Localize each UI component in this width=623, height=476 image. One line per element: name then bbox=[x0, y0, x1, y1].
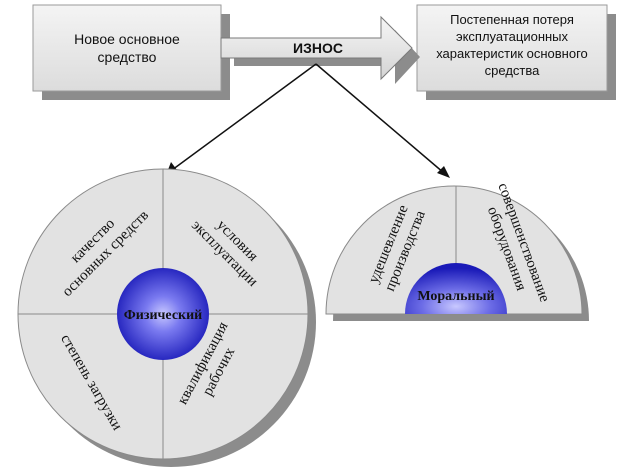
arrow-body bbox=[220, 15, 413, 81]
loss-line1: Постепенная потеря bbox=[450, 12, 574, 27]
new-asset-line2: средство bbox=[98, 49, 157, 65]
wear-label: ИЗНОС bbox=[293, 40, 343, 56]
semicircle-body bbox=[325, 185, 583, 315]
moral-center-label: Моральный bbox=[417, 289, 494, 304]
box-body bbox=[416, 4, 608, 92]
box-body bbox=[32, 4, 222, 92]
connector-left bbox=[171, 63, 317, 171]
loss-line3: характеристик основного bbox=[436, 46, 588, 61]
connector-right bbox=[315, 63, 445, 174]
loss-box: Постепенная потеря эксплуатационных хара… bbox=[416, 4, 616, 100]
moral-semicircle: Моральный удешевление производства совер… bbox=[325, 181, 589, 321]
loss-line4: средства bbox=[485, 63, 540, 78]
loss-line2: эксплуатационных bbox=[456, 29, 569, 44]
new-asset-box: Новое основное средство bbox=[32, 4, 230, 100]
physical-circle: Физический качество основных средств усл… bbox=[17, 168, 316, 467]
wear-arrow: ИЗНОС bbox=[220, 15, 420, 84]
arrowhead-right-icon bbox=[437, 166, 450, 178]
moral-dome bbox=[405, 263, 507, 314]
new-asset-line1: Новое основное bbox=[74, 31, 180, 47]
physical-center-label: Физический bbox=[124, 308, 202, 323]
physical-sphere bbox=[117, 268, 209, 360]
